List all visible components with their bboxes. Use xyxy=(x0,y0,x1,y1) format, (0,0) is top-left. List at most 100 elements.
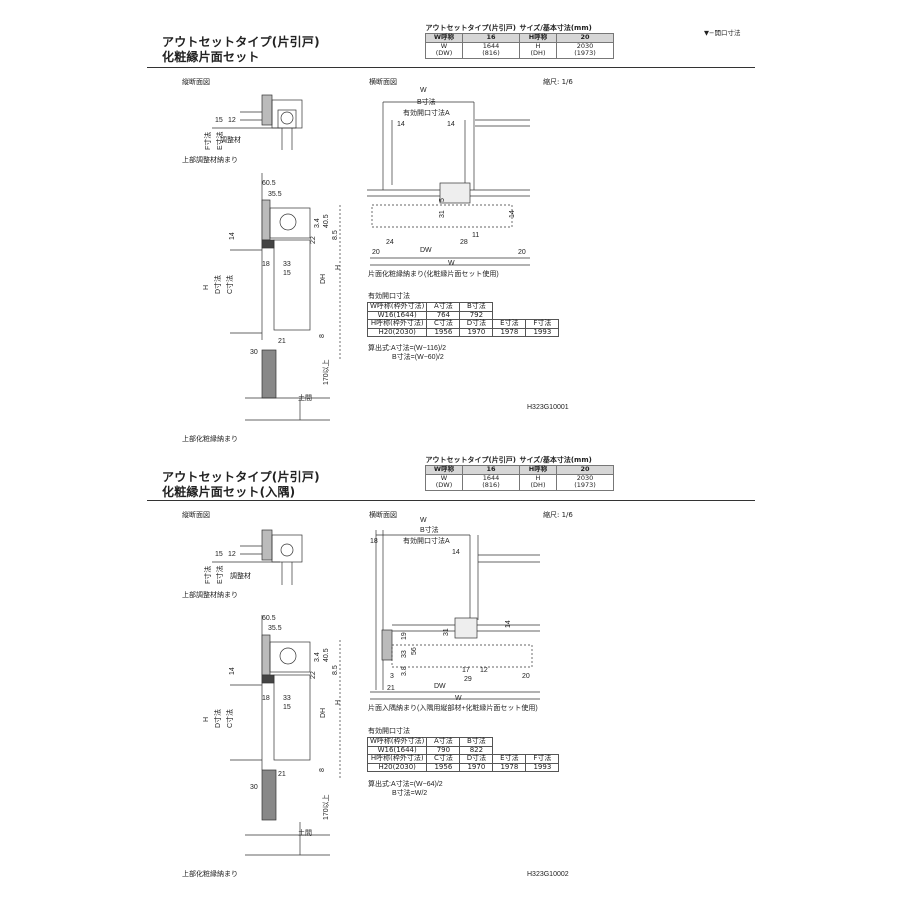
table-cell: F寸法 xyxy=(525,319,560,329)
open-table-title: 有効開口寸法 xyxy=(368,726,410,735)
horizontal-section-drawing xyxy=(367,101,530,266)
vertical-section-label: 縦断面図 xyxy=(182,78,210,86)
table-cell: 1956 xyxy=(426,762,461,772)
dim-21: 21 xyxy=(387,685,395,692)
dim-15: 15 xyxy=(215,551,223,558)
dim-14-v: 14 xyxy=(509,210,516,218)
vertical-section-drawing xyxy=(230,173,341,421)
table-cell: H呼称(枠外寸法) xyxy=(366,319,428,329)
horizontal-section-drawing xyxy=(370,530,540,700)
table-cell: C寸法 xyxy=(426,319,461,329)
dim-3-4: 3.4 xyxy=(314,218,321,228)
formula-line2: B寸法=(W−60)/2 xyxy=(392,352,444,361)
bottom-caption: 上部化粧縁納まり xyxy=(182,434,238,443)
dim-h-right: H xyxy=(335,265,342,270)
dim-3-8: 3.8 xyxy=(401,666,408,676)
dim-31: 31 xyxy=(439,210,446,218)
formula-line2: B寸法=W/2 xyxy=(392,788,427,797)
table-cell: W呼称(枠外寸法) xyxy=(366,737,428,747)
dim-30: 30 xyxy=(250,784,258,791)
scale-label: 縮尺: 1/6 xyxy=(543,511,573,519)
table-cell: 1956 xyxy=(426,327,461,337)
dim-c: C寸法 xyxy=(225,709,234,728)
dim-21: 21 xyxy=(278,338,286,345)
table-cell: D寸法 xyxy=(459,319,494,329)
dim-5: 5 xyxy=(439,198,446,202)
horizontal-caption: 片面化粧縁納まり(化粧縁片面セット使用) xyxy=(368,269,499,278)
formula-line1: 算出式:A寸法=(W−64)/2 xyxy=(368,779,443,788)
dim-12: 12 xyxy=(480,667,488,674)
table-cell xyxy=(526,738,559,747)
spec-w-dim-value: 1644 (816) xyxy=(462,41,520,59)
spec-w-dim-label: W (DW) xyxy=(425,473,463,491)
open-table-title: 有効開口寸法 xyxy=(368,291,410,300)
dim-24: 24 xyxy=(386,239,394,246)
dim-f: F寸法 xyxy=(203,566,212,584)
dim-8-5: 8.5 xyxy=(332,230,339,240)
dim-w-top: W xyxy=(420,517,427,524)
table-cell: 1993 xyxy=(525,327,560,337)
spec-caption-left: アウトセットタイプ(片引戸) xyxy=(425,456,516,464)
dim-20: 20 xyxy=(522,673,530,680)
dim-15: 15 xyxy=(215,117,223,124)
dim-17: 17 xyxy=(462,667,470,674)
dim-60-5: 60.5 xyxy=(262,615,276,622)
table-cell: 1978 xyxy=(492,762,527,772)
table-cell: E寸法 xyxy=(492,319,527,329)
legend-note: ▼−開口寸法 xyxy=(704,29,741,37)
formula-line1: 算出式:A寸法=(W−116)/2 xyxy=(368,343,446,352)
dim-dh: DH xyxy=(320,274,327,284)
dim-33: 33 xyxy=(283,261,291,268)
spec-caption-right: サイズ/基本寸法(mm) xyxy=(519,24,592,32)
dim-56: 56 xyxy=(411,647,418,655)
dim-33-h: 33 xyxy=(401,650,408,658)
dim-3: 3 xyxy=(390,673,394,680)
dim-29: 29 xyxy=(464,676,472,683)
table-cell: D寸法 xyxy=(459,754,494,764)
dim-28: 28 xyxy=(460,239,468,246)
header-rule xyxy=(147,500,755,501)
dim-15b: 15 xyxy=(283,704,291,711)
dim-dw: DW xyxy=(420,247,432,254)
dim-d: D寸法 xyxy=(213,709,222,728)
dim-31: 31 xyxy=(443,628,450,636)
dim-14: 14 xyxy=(229,667,236,675)
dim-14-v: 14 xyxy=(505,620,512,628)
dim-14-right: 14 xyxy=(447,121,455,128)
dim-e: E寸法 xyxy=(215,565,224,584)
table-cell: A寸法 xyxy=(426,737,461,747)
dim-11: 11 xyxy=(472,232,479,239)
scale-label: 縮尺: 1/6 xyxy=(543,78,573,86)
section-drawing: 15 12 F寸法 E寸法 調整材 上部調整材納まり 60.5 35.5 xyxy=(182,87,569,443)
table-cell: 1970 xyxy=(459,327,494,337)
dim-w-bottom: W xyxy=(448,260,455,267)
top-detail-caption: 上部調整材納まり xyxy=(182,155,238,164)
dim-b: B寸法 xyxy=(417,97,436,106)
dim-dw: DW xyxy=(434,683,446,690)
section-outset-single: アウトセットタイプ(片引戸) 化粧縁片面セット アウトセットタイプ(片引戸) サ… xyxy=(147,24,755,443)
top-detail-caption: 上部調整材納まり xyxy=(182,590,238,599)
dim-8: 8 xyxy=(319,768,326,772)
dim-h-right: H xyxy=(335,700,342,705)
table-cell: H呼称(枠外寸法) xyxy=(366,754,428,764)
dim-c: C寸法 xyxy=(225,275,234,294)
dim-dh: DH xyxy=(320,708,327,718)
section-outset-single-inside-corner: アウトセットタイプ(片引戸) 化粧縁片面セット(入隅) アウトセットタイプ(片引… xyxy=(0,450,900,900)
dim-22: 22 xyxy=(310,671,317,679)
spec-table: アウトセットタイプ(片引戸) サイズ/基本寸法(mm) W呼称 16 H呼称 2… xyxy=(425,24,614,59)
dim-18-h: 18 xyxy=(370,538,378,545)
drawing-code: H323G10002 xyxy=(527,871,569,878)
adjuster-label: 調整材 xyxy=(230,571,251,580)
dim-60-5: 60.5 xyxy=(262,180,276,187)
dim-w-bottom: W xyxy=(455,695,462,702)
table-cell: C寸法 xyxy=(426,754,461,764)
dim-f: F寸法 xyxy=(203,132,212,150)
header-rule xyxy=(147,67,755,68)
dim-8-5: 8.5 xyxy=(332,665,339,675)
table-cell: 1970 xyxy=(459,762,494,772)
spec-table: アウトセットタイプ(片引戸) サイズ/基本寸法(mm) W呼称 16 H呼称 2… xyxy=(425,456,614,491)
floor-label: 土間 xyxy=(298,828,312,837)
section-title-line1: アウトセットタイプ(片引戸) xyxy=(162,470,320,484)
dim-e: E寸法 xyxy=(215,131,224,150)
